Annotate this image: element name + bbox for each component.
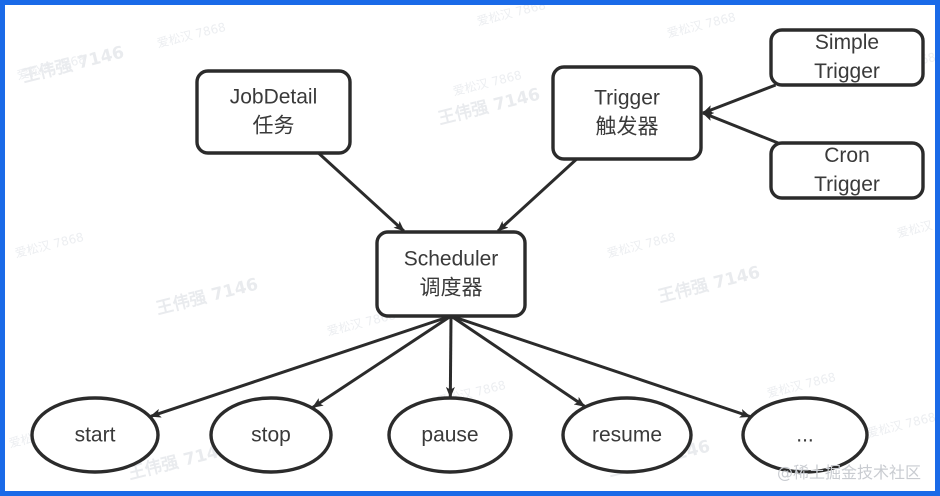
node-label-line1: JobDetail [230,86,318,109]
node-trigger[interactable]: Trigger 触发器 [551,65,703,161]
node-label-line2: 触发器 [596,116,659,139]
edge-jobdetail-to-scheduler [317,151,405,233]
edge-simple-trigger-to-trigger [702,83,777,115]
node-label-line2: Trigger [814,173,880,196]
node-shape [741,396,869,474]
edge-layer [149,83,779,418]
edge-trigger-to-scheduler [496,157,578,233]
node-stop[interactable]: stop [209,396,333,474]
node-scheduler[interactable]: Scheduler 调度器 [375,230,527,318]
node-shape [769,141,925,200]
site-credit-watermark: @稀土掘金技术社区 [776,463,921,482]
edge-scheduler-to-stop [311,314,452,409]
node-shape [375,230,527,318]
edge-scheduler-to-pause [445,315,455,399]
node-shape [195,69,352,155]
architecture-diagram: JobDetail任务Trigger触发器SimpleTriggerCronTr… [30,28,925,474]
node-label: stop [251,424,291,447]
node-resume[interactable]: resume [561,396,693,474]
node-shape [561,396,693,474]
node-label-line2: 调度器 [420,277,483,300]
node-ellipsis[interactable]: ... [741,396,869,474]
node-shape [551,65,703,161]
node-label-line1: Scheduler [404,248,499,271]
node-label-line1: Simple [815,31,879,54]
node-label-line2: Trigger [814,60,880,83]
edge-cron-trigger-to-trigger [702,111,779,145]
node-start[interactable]: start [30,396,160,474]
node-label: resume [592,424,662,447]
node-label-line2: 任务 [253,115,295,138]
edge-scheduler-to-resume [450,314,586,408]
node-label: pause [421,424,478,447]
node-pause[interactable]: pause [387,396,513,474]
node-jobdetail[interactable]: JobDetail 任务 [195,69,352,155]
node-shape [209,396,333,474]
node-label: start [75,424,116,447]
node-label: ... [796,424,814,447]
edge-scheduler-to-ellipsis [450,314,751,418]
node-shape [30,396,160,474]
node-label-line1: Trigger [594,87,660,110]
edge-scheduler-to-start [149,314,452,418]
node-label-line1: Cron [824,144,870,167]
node-shape [769,28,925,87]
node-layer: JobDetail任务Trigger触发器SimpleTriggerCronTr… [30,28,925,474]
node-shape [387,396,513,474]
